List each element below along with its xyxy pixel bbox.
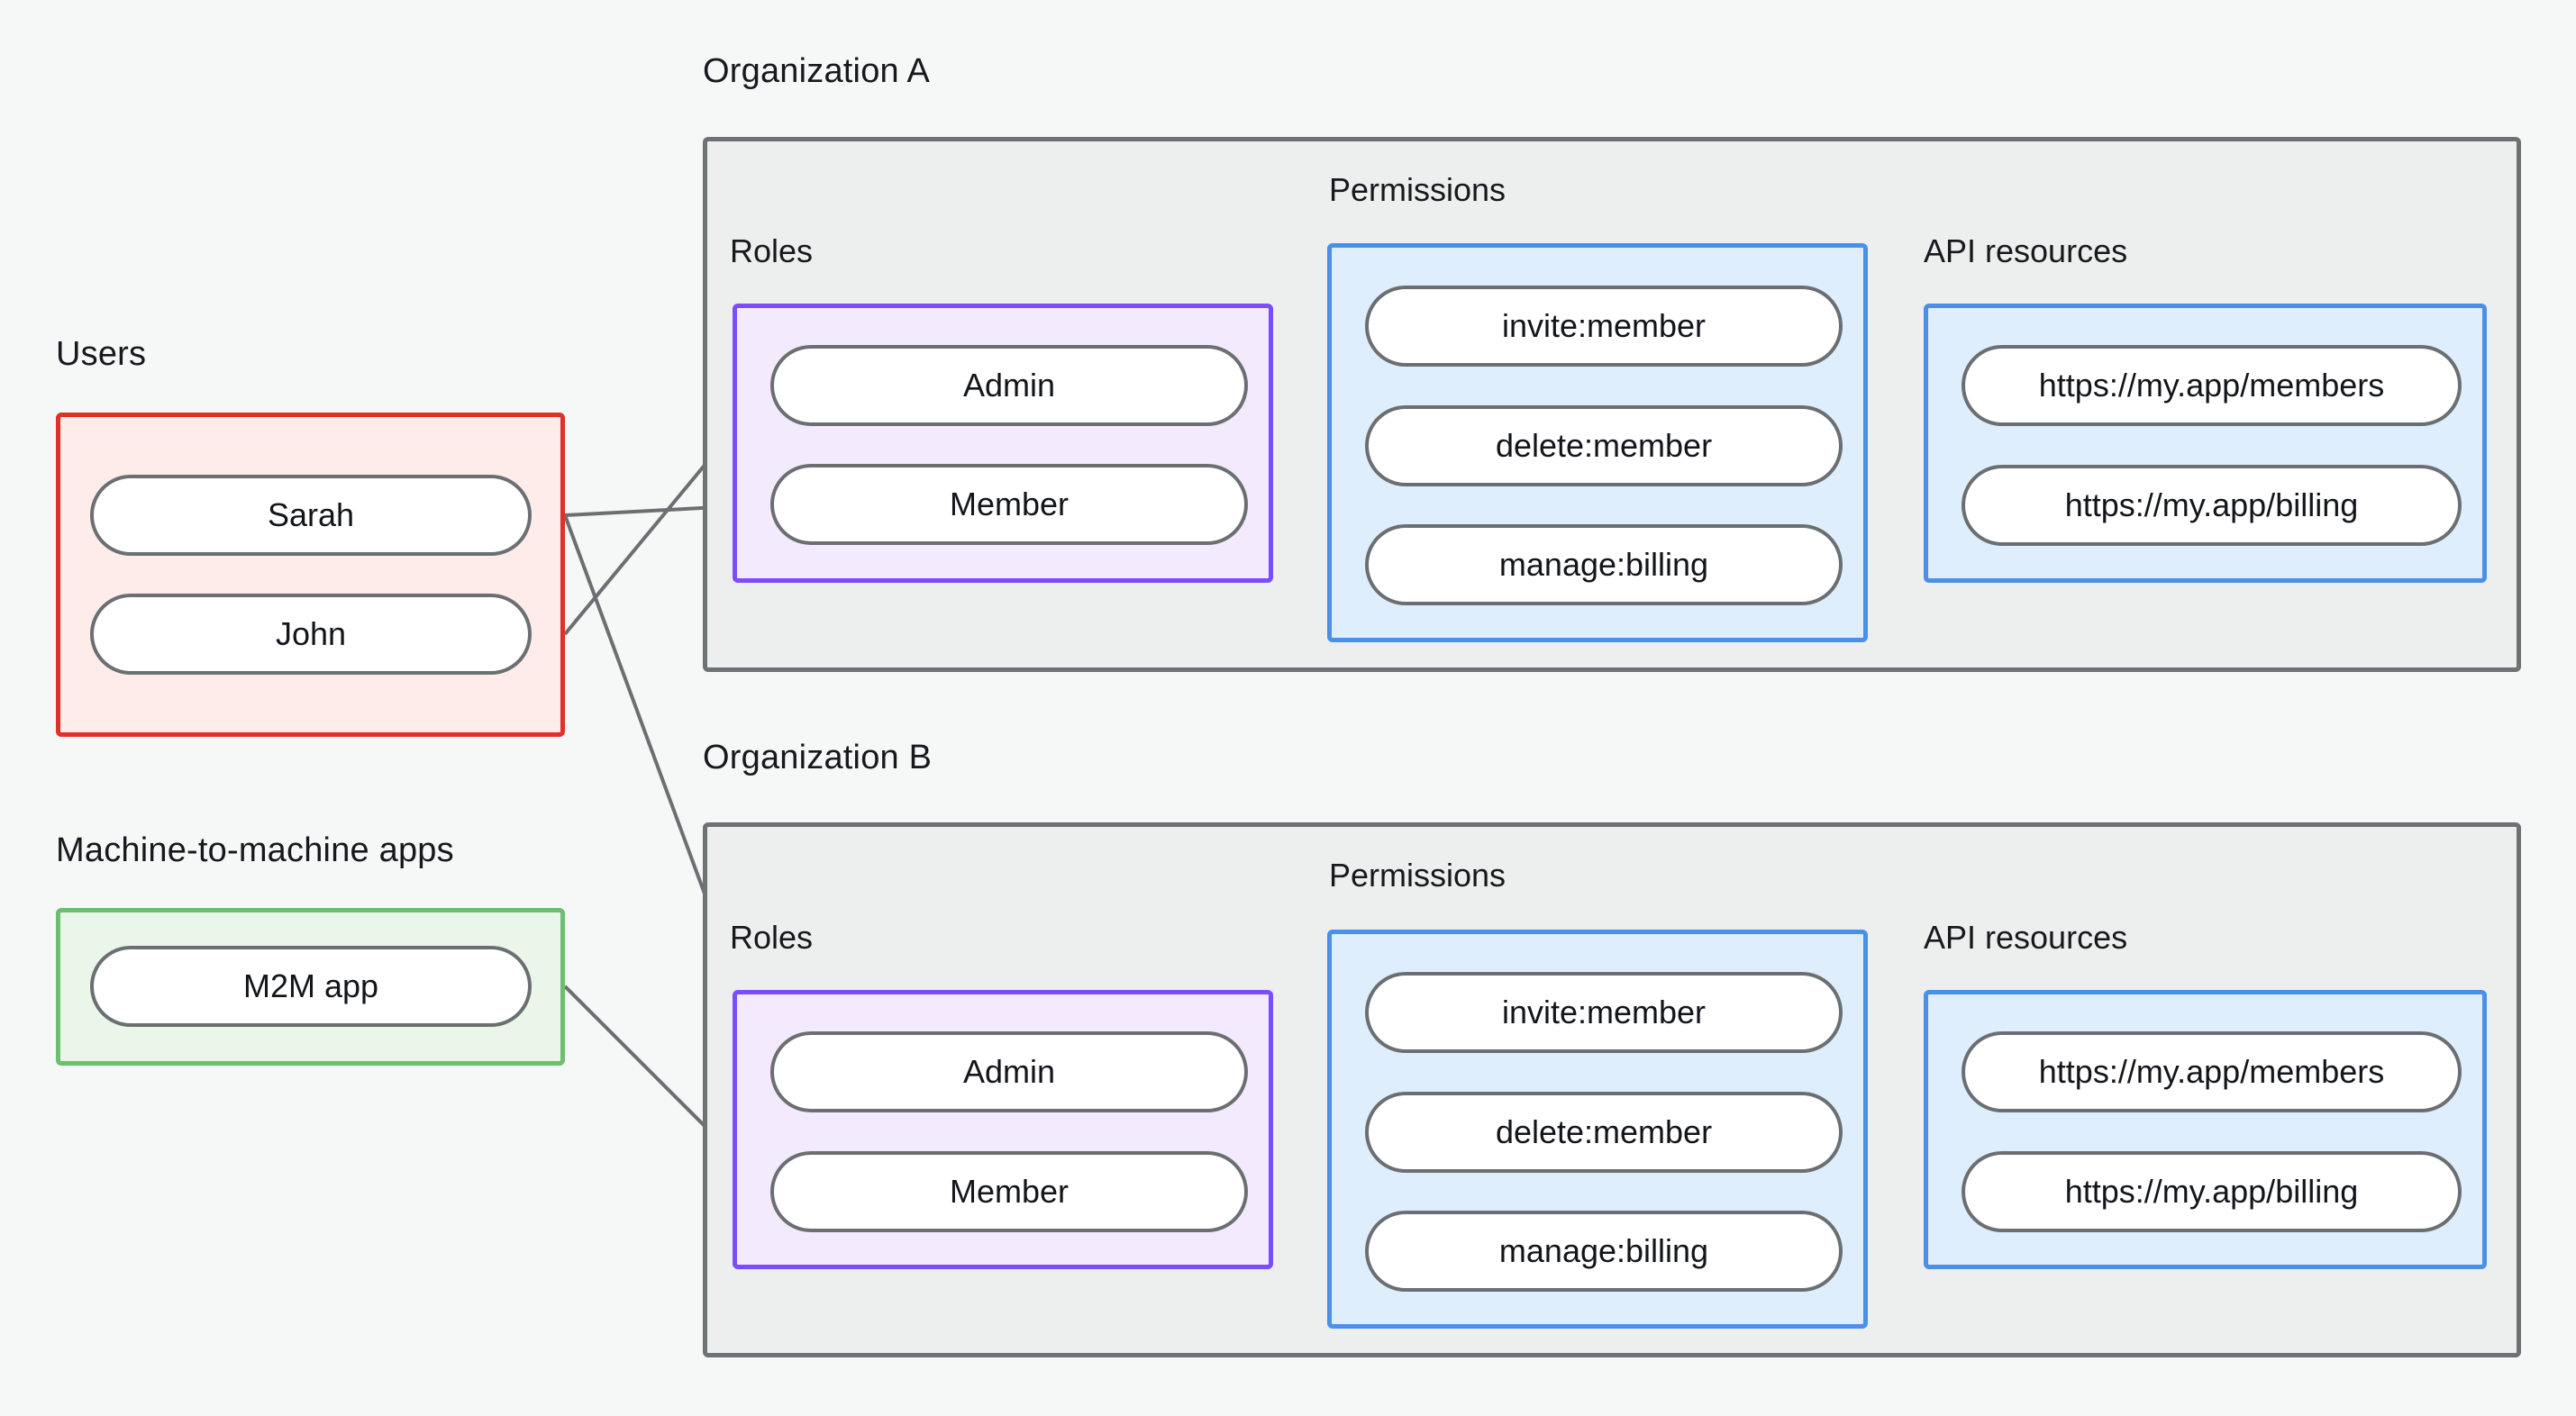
org-a-api-resource-members[interactable]: https://my.app/members xyxy=(1962,345,2462,426)
role-label: Member xyxy=(949,486,1070,522)
org-a-roles-label: Roles xyxy=(730,232,814,269)
m2m-group-label: Machine-to-machine apps xyxy=(56,831,454,869)
org-b-permission-manage-billing[interactable]: manage:billing xyxy=(1365,1211,1843,1292)
m2m-node-label: M2M app xyxy=(242,967,379,1004)
org-b-permissions-label: Permissions xyxy=(1329,857,1506,894)
org-b-permission-delete-member[interactable]: delete:member xyxy=(1365,1092,1843,1173)
m2m-node-app[interactable]: M2M app xyxy=(90,946,532,1027)
org-b-role-member[interactable]: Member xyxy=(770,1151,1248,1232)
org-b-permission-invite-member[interactable]: invite:member xyxy=(1365,972,1843,1053)
api-resource-label: https://my.app/billing xyxy=(2064,1173,2359,1210)
org-b-title: Organization B xyxy=(703,739,933,776)
role-label: Member xyxy=(949,1173,1070,1210)
user-node-label: John xyxy=(275,615,347,652)
permission-label: delete:member xyxy=(1495,1113,1713,1150)
role-label: Admin xyxy=(962,367,1056,404)
org-a-api-resource-billing[interactable]: https://my.app/billing xyxy=(1962,465,2462,546)
org-a-title: Organization A xyxy=(703,52,931,90)
org-a-permissions-label: Permissions xyxy=(1329,171,1506,208)
org-a-permission-invite-member[interactable]: invite:member xyxy=(1365,286,1843,367)
org-b-api-resource-billing[interactable]: https://my.app/billing xyxy=(1962,1151,2462,1232)
org-a-api-resources-label: API resources xyxy=(1924,232,2128,269)
org-a-role-admin[interactable]: Admin xyxy=(770,345,1248,426)
org-a-permission-manage-billing[interactable]: manage:billing xyxy=(1365,524,1843,605)
users-group-label: Users xyxy=(56,335,147,373)
org-a-permission-delete-member[interactable]: delete:member xyxy=(1365,405,1843,486)
permission-label: manage:billing xyxy=(1498,1232,1709,1269)
permission-label: delete:member xyxy=(1495,427,1713,464)
org-a-role-member[interactable]: Member xyxy=(770,464,1248,545)
user-node-sarah[interactable]: Sarah xyxy=(90,475,532,556)
api-resource-label: https://my.app/billing xyxy=(2064,486,2359,523)
permission-label: invite:member xyxy=(1501,307,1707,344)
permission-label: invite:member xyxy=(1501,994,1707,1030)
api-resource-label: https://my.app/members xyxy=(2038,1053,2385,1090)
api-resource-label: https://my.app/members xyxy=(2038,367,2385,404)
role-label: Admin xyxy=(962,1053,1056,1090)
user-node-label: Sarah xyxy=(267,496,355,533)
org-b-role-admin[interactable]: Admin xyxy=(770,1031,1248,1112)
permission-label: manage:billing xyxy=(1498,546,1709,583)
users-container xyxy=(56,413,565,737)
user-node-john[interactable]: John xyxy=(90,594,532,675)
org-b-api-resources-label: API resources xyxy=(1924,919,2128,956)
org-b-api-resource-members[interactable]: https://my.app/members xyxy=(1962,1031,2462,1112)
org-b-roles-label: Roles xyxy=(730,919,814,956)
